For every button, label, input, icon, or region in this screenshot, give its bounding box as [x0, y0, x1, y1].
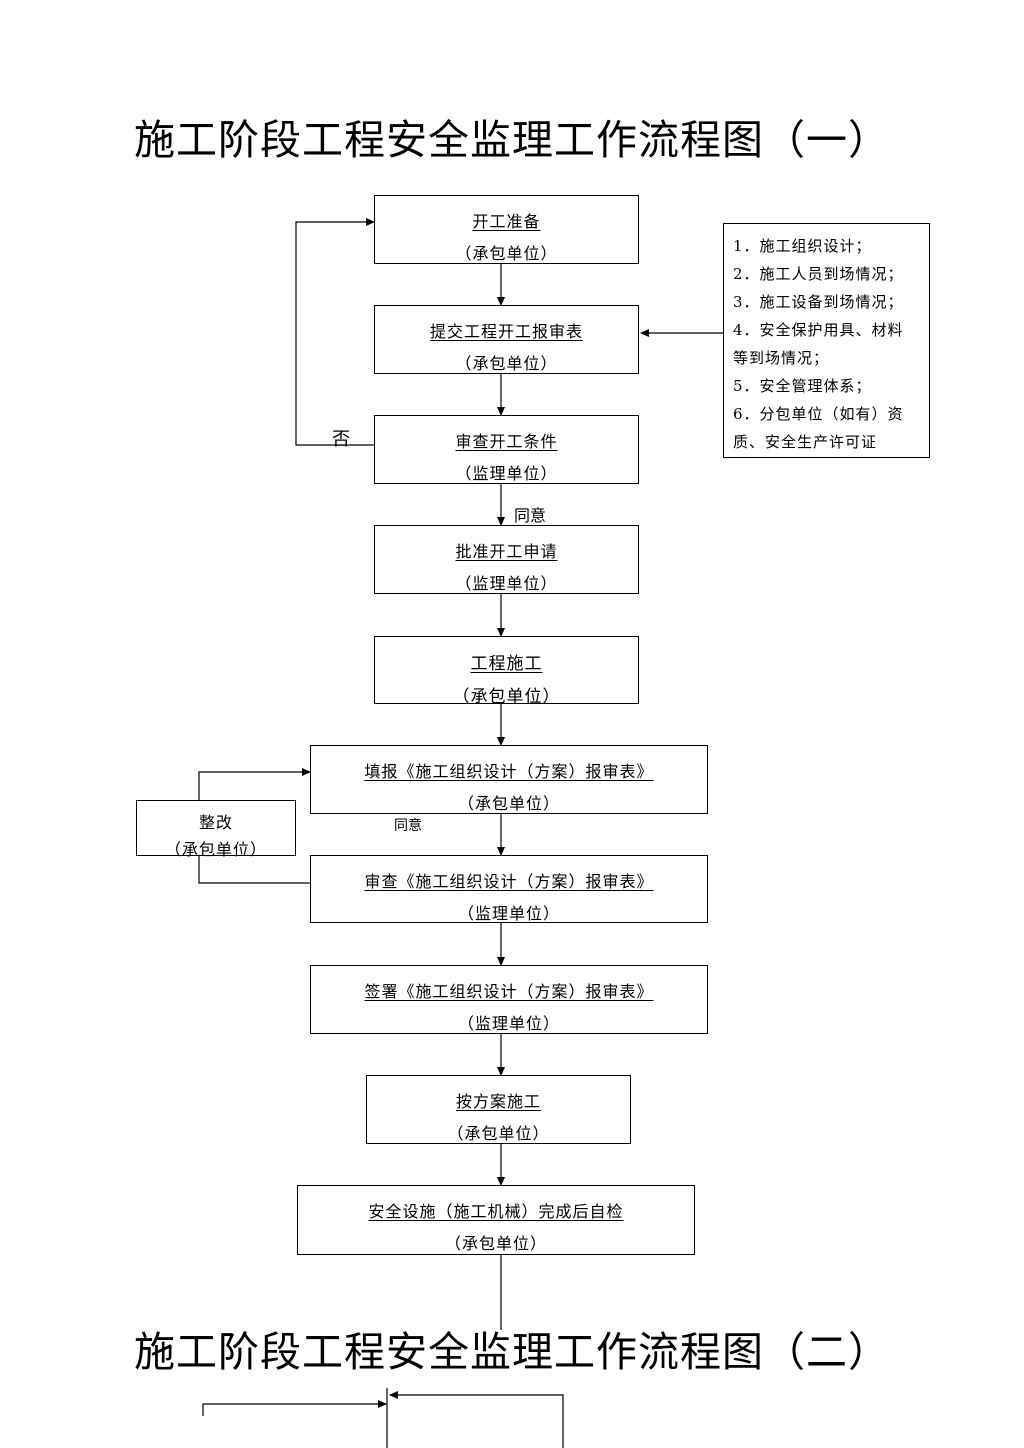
label-no: 否	[332, 429, 350, 450]
arrow-reject-loop	[295, 218, 375, 446]
step-fill-plan-form: 填报《施工组织设计（方案）报审表》 （承包单位）	[310, 745, 708, 814]
step-text: 按方案施工	[455, 1092, 541, 1111]
arrow-part2-right	[389, 1391, 564, 1448]
arrow-rework-out	[198, 768, 311, 800]
checklist-line: 3．施工设备到场情况；	[733, 293, 904, 311]
step-self-inspection: 安全设施（施工机械）完成后自检 （承包单位）	[297, 1185, 695, 1255]
step-text: 整改	[198, 813, 233, 832]
step-unit: （承包单位）	[444, 1234, 547, 1253]
checklist-line: 等到场情况；	[733, 349, 830, 367]
step-unit: （承包单位）	[164, 840, 267, 859]
step-submit-application: 提交工程开工报审表 （承包单位）	[374, 305, 639, 374]
step-unit: （监理单位）	[455, 574, 558, 593]
step-text: 批准开工申请	[455, 542, 558, 561]
step-text: 填报《施工组织设计（方案）报审表》	[364, 762, 654, 781]
step-unit: （监理单位）	[455, 464, 558, 483]
step-construction: 工程施工 （承包单位）	[374, 636, 639, 707]
arrow-part2-left	[202, 1400, 387, 1416]
checklist-line: 6．分包单位（如有）资	[733, 405, 904, 423]
step-text: 提交工程开工报审表	[429, 322, 583, 341]
label-agree-start: 同意	[514, 506, 547, 525]
step-review-plan-form: 审查《施工组织设计（方案）报审表》 （监理单位）	[310, 855, 708, 923]
step-text: 工程施工	[470, 654, 543, 674]
step-text: 审查《施工组织设计（方案）报审表》	[364, 872, 654, 891]
step-rework: 整改 （承包单位）	[136, 800, 296, 859]
step-text: 审查开工条件	[455, 432, 558, 451]
step-text: 开工准备	[472, 212, 541, 231]
step-sign-plan-form: 签署《施工组织设计（方案）报审表》 （监理单位）	[310, 965, 708, 1034]
step-text: 签署《施工组织设计（方案）报审表》	[364, 982, 654, 1001]
checklist-line: 2．施工人员到场情况；	[733, 265, 904, 283]
step-unit: （监理单位）	[457, 1014, 560, 1033]
step-unit: （承包单位）	[457, 794, 560, 813]
step-build-per-plan: 按方案施工 （承包单位）	[366, 1075, 631, 1144]
step-unit: （承包单位）	[455, 244, 558, 263]
label-agree-plan: 同意	[394, 818, 422, 834]
checklist-line: 1．施工组织设计；	[733, 237, 872, 255]
checklist-line: 5．安全管理体系；	[733, 377, 872, 395]
step-unit: （承包单位）	[452, 687, 561, 707]
step-approve-start: 批准开工申请 （监理单位）	[374, 525, 639, 594]
step-unit: （承包单位）	[447, 1124, 550, 1143]
checklist-line: 质、安全生产许可证	[733, 433, 878, 451]
flowchart-title-part1: 施工阶段工程安全监理工作流程图（一）	[134, 116, 890, 164]
flowchart-title-part2: 施工阶段工程安全监理工作流程图（二）	[134, 1328, 890, 1376]
step-review-conditions: 审查开工条件 （监理单位）	[374, 415, 639, 484]
start-conditions-checklist: 1．施工组织设计； 2．施工人员到场情况； 3．施工设备到场情况； 4．安全保护…	[723, 223, 930, 458]
step-unit: （承包单位）	[455, 354, 558, 373]
step-text: 安全设施（施工机械）完成后自检	[368, 1202, 624, 1221]
step-start-preparation: 开工准备 （承包单位）	[374, 195, 639, 264]
step-unit: （监理单位）	[457, 904, 560, 923]
checklist-line: 4．安全保护用具、材料	[733, 321, 904, 339]
arrow-rework-in	[198, 856, 310, 884]
